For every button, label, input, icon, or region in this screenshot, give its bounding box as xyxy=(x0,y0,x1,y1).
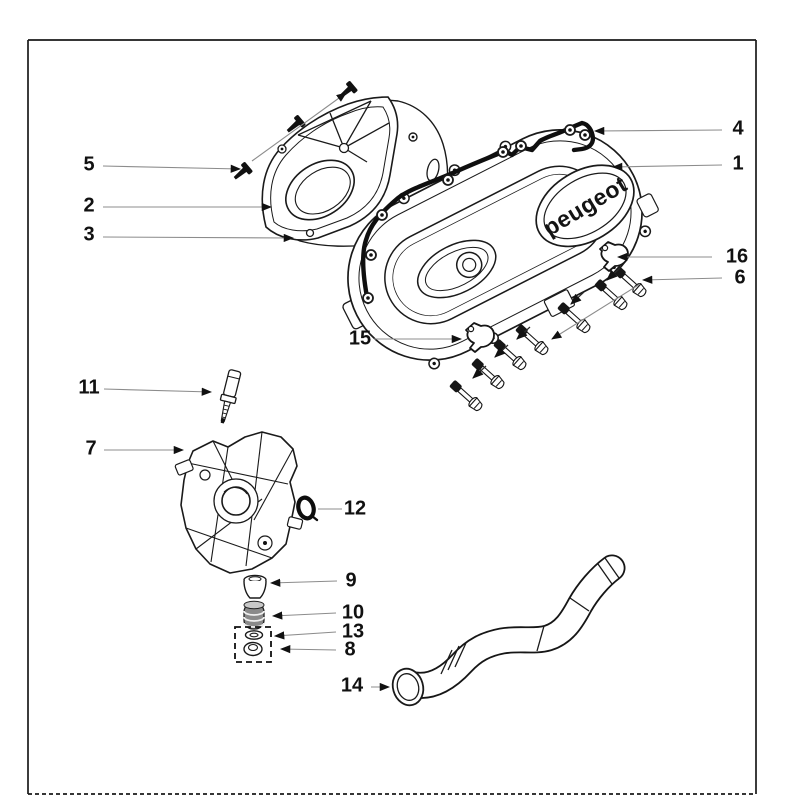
callout-label-15: 15 xyxy=(348,327,372,350)
part-8-cap xyxy=(243,641,263,657)
callout-label-16: 16 xyxy=(725,245,749,268)
bolt-direction-arrows xyxy=(472,267,621,379)
part-12-o-ring xyxy=(296,495,319,522)
callout-label-8: 8 xyxy=(344,638,356,661)
callout-label-10: 10 xyxy=(341,601,365,624)
frame-border xyxy=(27,39,757,795)
callout-label-9: 9 xyxy=(345,569,357,592)
part-7-crankcase xyxy=(174,431,304,574)
leader-lines xyxy=(102,92,723,692)
callout-label-11: 11 xyxy=(78,376,100,399)
callout-label-5: 5 xyxy=(83,153,95,176)
part-14-hose xyxy=(391,554,626,707)
part-9-cup-plug xyxy=(243,574,267,599)
callout-label-6: 6 xyxy=(734,266,746,289)
callout-label-3: 3 xyxy=(83,223,95,246)
callout-label-1: 1 xyxy=(732,152,744,175)
callout-label-14: 14 xyxy=(340,674,364,697)
hose-ribs xyxy=(440,557,620,675)
part-4-cover-gasket xyxy=(361,120,596,305)
part-1-variator-cover: peugeot xyxy=(342,129,659,370)
dashed-group-box xyxy=(234,626,272,663)
callout-label-7: 7 xyxy=(85,437,97,460)
part-11-bleed-screw xyxy=(219,369,242,424)
callout-label-4: 4 xyxy=(732,117,744,140)
part-13-washer xyxy=(244,630,264,640)
cover-brace-ribs xyxy=(297,100,390,163)
hose-opening xyxy=(391,667,425,707)
callout-label-13: 13 xyxy=(341,620,365,643)
callout-label-2: 2 xyxy=(83,194,95,217)
part-6-bolts xyxy=(447,264,649,414)
gasket-bolt-holes xyxy=(362,124,591,304)
part-15-clamp xyxy=(465,322,495,353)
callout-label-12: 12 xyxy=(343,497,367,520)
part-10-spring xyxy=(243,600,265,630)
part-2-kick-cover xyxy=(261,96,399,241)
